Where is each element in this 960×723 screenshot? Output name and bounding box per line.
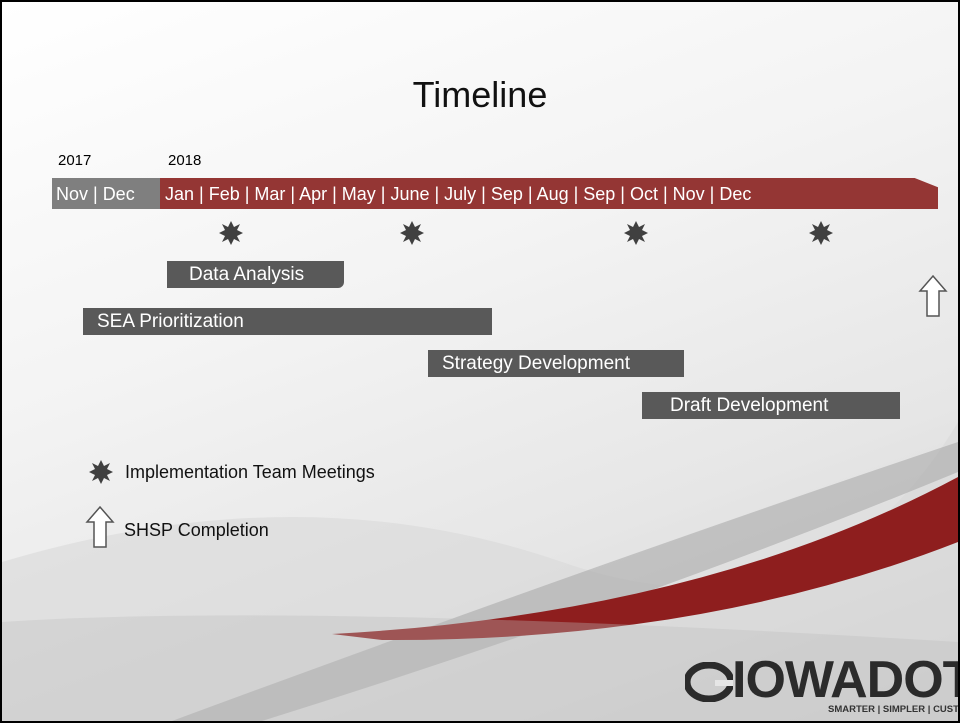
year-2018-label: 2018 (168, 152, 202, 169)
task-bar-strategy-development: Strategy Development (428, 350, 684, 377)
legend-completion-label: SHSP Completion (124, 520, 269, 540)
month-bar-2018 (160, 178, 938, 209)
months-2017-label: Nov | Dec (56, 184, 135, 204)
slide-title: Timeline (412, 74, 548, 115)
month-bar-2017 (52, 178, 160, 209)
meeting-marker-icon (809, 221, 833, 245)
year-2017-label: 2017 (58, 152, 92, 169)
task-bar-data-analysis: Data Analysis (167, 261, 344, 288)
legend-completion-icon (85, 505, 115, 548)
task-bar-sea-prioritization: SEA Prioritization (83, 308, 492, 335)
logo-wordmark: IOWADOT (732, 651, 960, 709)
meeting-marker-icon (400, 221, 424, 245)
logo-tagline: SMARTER | SIMPLER | CUSTOMER DRIVEN (828, 704, 959, 715)
iowa-dot-logo-icon (685, 662, 733, 702)
legend-meeting-icon (89, 460, 113, 484)
meeting-marker-icon (624, 221, 648, 245)
legend-meetings-label: Implementation Team Meetings (125, 462, 375, 482)
task-bar-draft-development: Draft Development (642, 392, 900, 419)
months-2018-label: Jan | Feb | Mar | Apr | May | June | Jul… (165, 184, 752, 204)
meeting-marker-icon (219, 221, 243, 245)
completion-arrow-icon (918, 274, 948, 317)
